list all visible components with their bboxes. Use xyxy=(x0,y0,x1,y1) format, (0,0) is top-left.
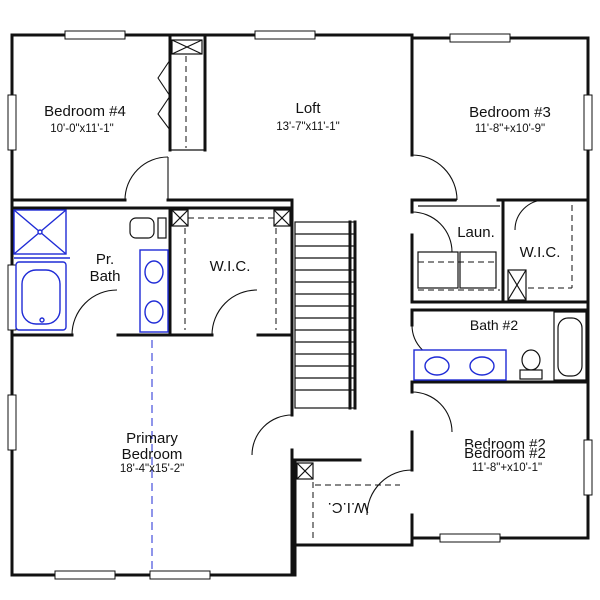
laundry-name: Laun. xyxy=(457,224,495,241)
staircase xyxy=(294,220,356,410)
pr-bath-line1: Pr. xyxy=(96,251,114,268)
doors xyxy=(71,59,546,516)
bedroom3-name: Bedroom #3 xyxy=(469,104,551,121)
interior-walls xyxy=(10,36,590,577)
windows xyxy=(7,30,593,580)
bedroom4-dims: 10'-0"x11'-1" xyxy=(50,123,114,135)
loft-name: Loft xyxy=(295,100,321,117)
wic-bed3-name: W.I.C. xyxy=(520,244,561,261)
pr-bath-line2: Bath xyxy=(90,268,121,285)
laundry-fixtures xyxy=(417,251,497,289)
bedroom2-name: Bedroom #2 xyxy=(464,445,546,462)
closet-details xyxy=(171,39,573,540)
primary-bath-fixtures xyxy=(13,209,169,333)
room-labels: Bedroom #4 10'-0"x11'-1" Loft 13'-7"x11'… xyxy=(44,100,560,516)
wic-primary-name: W.I.C. xyxy=(210,258,251,275)
primary-line2: Bedroom xyxy=(122,446,183,463)
bath2-fixtures xyxy=(413,311,587,381)
bedroom4-name: Bedroom #4 xyxy=(44,103,126,120)
bedroom2-dims: 11'-8"+x10'-1" xyxy=(472,462,542,474)
wic-bed2-name: W.I.C. xyxy=(328,499,369,516)
bedroom2-name-overlap: Bedroom #2 xyxy=(464,436,546,453)
primary-dims: 18'-4"x15'-2" xyxy=(120,463,184,475)
primary-line1: Primary xyxy=(126,430,178,447)
bedroom3-dims: 11'-8"+x10'-9" xyxy=(475,123,545,135)
bath2-name: Bath #2 xyxy=(470,317,518,333)
loft-dims: 13'-7"x11'-1" xyxy=(276,121,340,133)
